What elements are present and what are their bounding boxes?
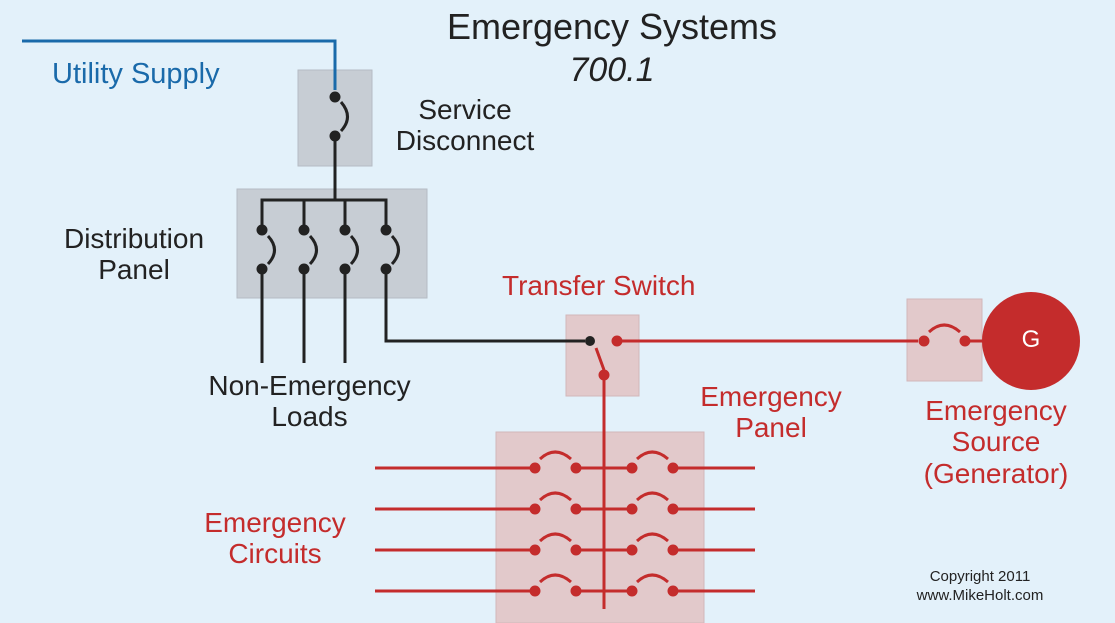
non-emergency-loads-line-1: Non-Emergency [208,370,411,401]
emergency-circuits-label: Emergency Circuits [180,507,370,570]
transfer-switch-label: Transfer Switch [502,270,696,301]
non-emergency-load-wires [260,274,347,363]
copyright-line-2: www.MikeHolt.com [916,586,1044,604]
distribution-panel-label: Distribution Panel [44,223,224,286]
service-disconnect-line-1: Service [418,94,512,125]
utility-supply-label: Utility Supply [52,58,220,90]
generator-symbol: G [1021,326,1041,353]
generator-circle [982,292,1080,390]
transfer-switch-mechanism [594,335,623,381]
emergency-source-line-2: Source [951,426,1041,458]
distribution-panel-line-1: Distribution [63,223,205,254]
copyright-line-1: Copyright 2011 [929,568,1031,585]
emergency-panel-line-1: Emergency [700,381,842,412]
normal-feed-wire [384,274,585,343]
emergency-source-label: Emergency Source (Generator) [896,395,1096,489]
diagram-title: Emergency Systems [446,6,778,47]
non-emergency-loads-line-2: Loads [271,401,348,433]
service-disconnect-label: Service Disconnect [380,94,550,157]
transfer-normal-terminal [585,336,595,346]
emergency-circuits-line-2: Circuits [228,538,322,570]
emergency-panel-label: Emergency Panel [680,381,862,444]
service-disconnect-line-2: Disconnect [395,125,535,157]
emergency-panel-line-2: Panel [735,412,807,444]
transfer-switch-box [565,314,640,397]
service-disconnect-breaker [329,91,349,200]
emergency-source-line-1: Emergency [925,395,1067,426]
distribution-panel-box [236,188,428,299]
diagram-subtitle: 700.1 [569,51,655,89]
emergency-source-line-3: (Generator) [923,457,1069,489]
distribution-panel-line-2: Panel [98,254,170,286]
utility-supply-wire [22,39,337,90]
copyright-notice: Copyright 2011 www.MikeHolt.com [890,568,1070,606]
emergency-circuit-breakers [375,450,755,597]
emergency-circuits-line-1: Emergency [204,507,346,538]
non-emergency-loads-label: Non-Emergency Loads [182,370,437,433]
